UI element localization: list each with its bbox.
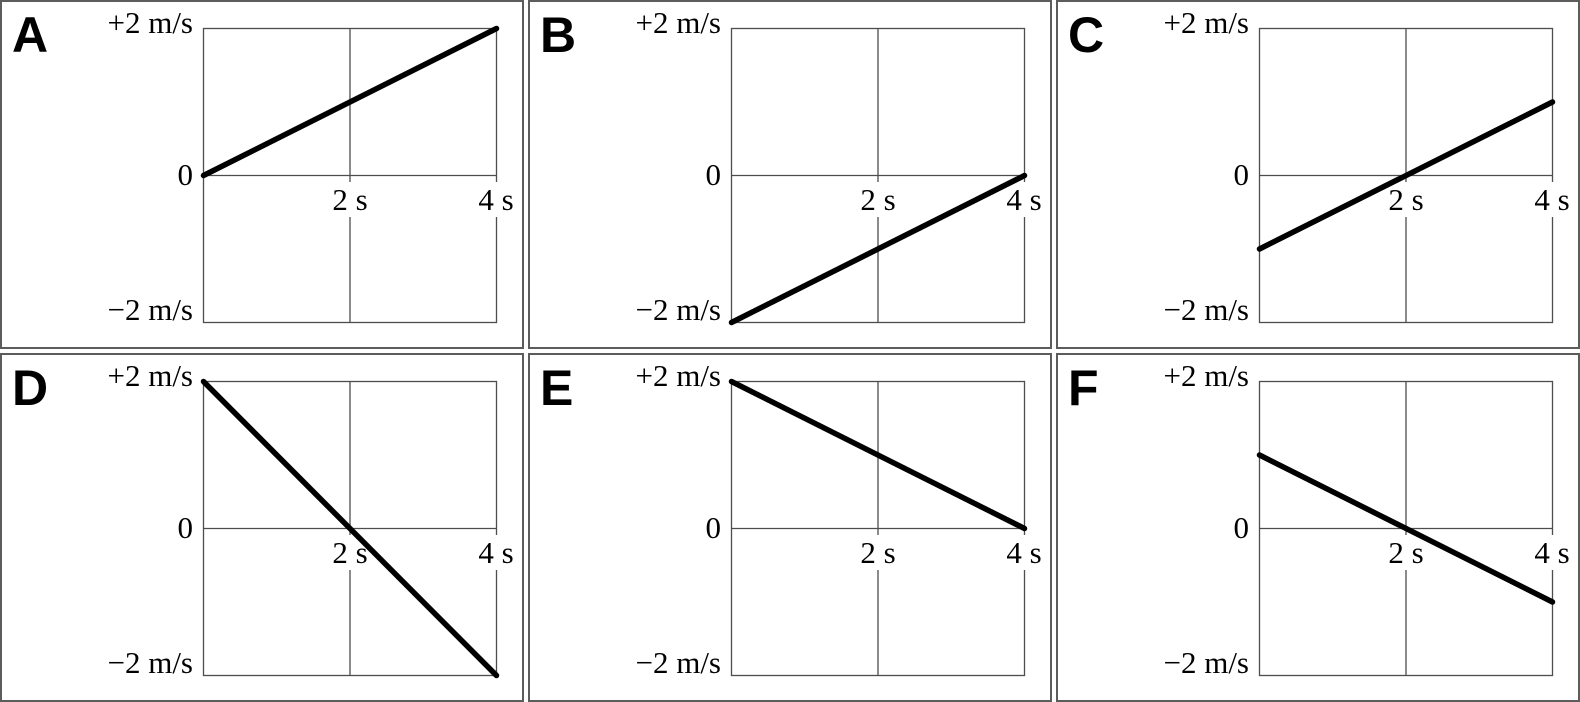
velocity-line-layer xyxy=(200,25,500,179)
y-axis-label-max: +2 m/s xyxy=(635,358,721,393)
velocity-graph-panel-b: B +2 m/s 0 −2 m/s 2 s 4 s xyxy=(528,0,1052,349)
panel-letter: E xyxy=(540,360,574,416)
x-tick-label-4s: 4 s xyxy=(1529,182,1575,217)
velocity-line-layer xyxy=(728,378,1028,532)
x-tick-label-2s: 2 s xyxy=(327,182,373,217)
velocity-graph-panel-f: F +2 m/s 0 −2 m/s 2 s 4 s xyxy=(1056,353,1580,702)
velocity-line xyxy=(1256,452,1556,605)
velocity-line xyxy=(728,172,1028,326)
x-tick-label-4s: 4 s xyxy=(1001,182,1047,217)
velocity-line-layer xyxy=(728,172,1028,326)
x-tick-label-4s: 4 s xyxy=(1001,535,1047,570)
y-axis-label-max: +2 m/s xyxy=(1163,358,1249,393)
y-axis-label-min: −2 m/s xyxy=(107,645,193,680)
y-axis-label-min: −2 m/s xyxy=(1163,292,1249,327)
y-axis-label-zero: 0 xyxy=(705,157,722,192)
y-axis-label-zero: 0 xyxy=(177,510,194,545)
y-axis-label-max: +2 m/s xyxy=(107,5,193,40)
x-tick-label-4s: 4 s xyxy=(473,535,519,570)
y-axis-label-min: −2 m/s xyxy=(1163,645,1249,680)
y-axis-label-zero: 0 xyxy=(177,157,194,192)
x-tick-label-4s: 4 s xyxy=(473,182,519,217)
x-tick-label-2s: 2 s xyxy=(855,535,901,570)
panel-letter: C xyxy=(1068,7,1105,63)
velocity-graph-panel-c: C +2 m/s 0 −2 m/s 2 s 4 s xyxy=(1056,0,1580,349)
panel-letter: B xyxy=(540,7,577,63)
y-axis-label-zero: 0 xyxy=(1233,510,1250,545)
velocity-line-layer xyxy=(1256,99,1556,252)
x-tick-label-4s: 4 s xyxy=(1529,535,1575,570)
panel-letter: A xyxy=(12,7,49,63)
y-axis-label-min: −2 m/s xyxy=(635,292,721,327)
y-axis-label-min: −2 m/s xyxy=(635,645,721,680)
velocity-line xyxy=(728,378,1028,532)
velocity-graph-panel-d: D +2 m/s 0 −2 m/s 2 s 4 s xyxy=(0,353,524,702)
x-tick-label-2s: 2 s xyxy=(327,535,373,570)
x-tick-label-2s: 2 s xyxy=(1383,182,1429,217)
y-axis-label-min: −2 m/s xyxy=(107,292,193,327)
x-tick-label-2s: 2 s xyxy=(855,182,901,217)
y-axis-label-max: +2 m/s xyxy=(635,5,721,40)
velocity-line xyxy=(1256,99,1556,252)
y-axis-label-zero: 0 xyxy=(705,510,722,545)
y-axis-label-max: +2 m/s xyxy=(107,358,193,393)
velocity-line-layer xyxy=(200,378,500,679)
y-axis-label-zero: 0 xyxy=(1233,157,1250,192)
panel-letter: F xyxy=(1068,360,1099,416)
velocity-line-layer xyxy=(1256,452,1556,605)
velocity-graph-panel-a: A +2 m/s 0 −2 m/s 2 s 4 s xyxy=(0,0,524,349)
velocity-line xyxy=(200,378,500,679)
velocity-line xyxy=(200,25,500,179)
panel-letter: D xyxy=(12,360,49,416)
velocity-graph-panel-e: E +2 m/s 0 −2 m/s 2 s 4 s xyxy=(528,353,1052,702)
x-tick-label-2s: 2 s xyxy=(1383,535,1429,570)
y-axis-label-max: +2 m/s xyxy=(1163,5,1249,40)
